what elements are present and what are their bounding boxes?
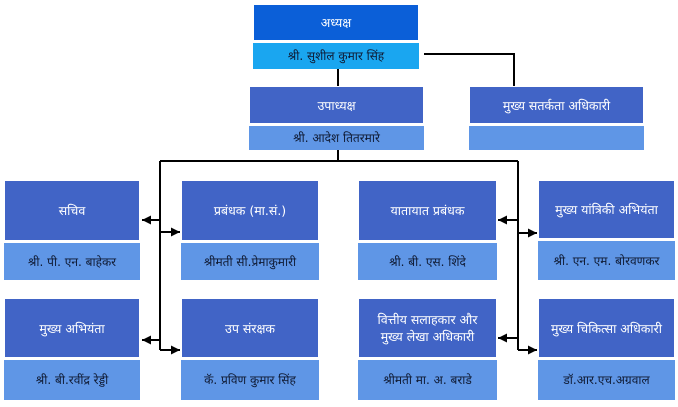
- node-name: [469, 124, 644, 150]
- connector-top-vigilance: [424, 53, 515, 86]
- node-deputy-chairman: उपाध्यक्ष श्री. आदेश तितरमारे: [249, 86, 424, 150]
- node-name: डॉ.आर.एच.अग्रवाल: [538, 358, 675, 400]
- node-finance-advisor: वित्तीय सलाहकार और मुख्य लेखा अधिकारी श्…: [358, 298, 497, 400]
- node-name: श्री. पी. एन. बाहेकर: [4, 241, 140, 280]
- node-manager-admin: प्रबंधक (मा.सं.) श्रीमती सी.प्रेमाकुमारी: [181, 180, 319, 280]
- node-chief-engineer: मुख्य अभियंता श्री. बी.रवींद्र रेड्डी: [4, 298, 140, 400]
- node-title: सचिव: [4, 180, 140, 241]
- node-traffic-manager: यातायात प्रबंधक श्री. बी. एस. शिंदे: [358, 180, 497, 280]
- node-title: यातायात प्रबंधक: [358, 180, 497, 241]
- node-title: मुख्य सतर्कता अधिकारी: [469, 86, 644, 124]
- node-title: उप संरक्षक: [181, 298, 319, 358]
- node-title: उपाध्यक्ष: [249, 86, 424, 124]
- node-chairman: अध्यक्ष श्री. सुशील कुमार सिंह: [253, 4, 419, 69]
- node-name: श्री. बी. एस. शिंदे: [358, 241, 497, 280]
- node-name: श्री. एन. एम. बोरवणकर: [538, 239, 675, 280]
- node-secretary: सचिव श्री. पी. एन. बाहेकर: [4, 180, 140, 280]
- node-deputy-conservator: उप संरक्षक कॅ. प्रविण कुमार सिंह: [181, 298, 319, 400]
- node-name: श्रीमती सी.प्रेमाकुमारी: [181, 241, 319, 280]
- node-chief-mechanical-engineer: मुख्य यांत्रिकी अभियंता श्री. एन. एम. बो…: [538, 180, 675, 280]
- node-title: वित्तीय सलाहकार और मुख्य लेखा अधिकारी: [358, 298, 497, 358]
- node-title: मुख्य चिकित्सा अधिकारी: [538, 298, 675, 358]
- node-name: कॅ. प्रविण कुमार सिंह: [181, 358, 319, 400]
- node-title: मुख्य यांत्रिकी अभियंता: [538, 180, 675, 239]
- node-name: श्री. बी.रवींद्र रेड्डी: [4, 358, 140, 400]
- node-title: प्रबंधक (मा.सं.): [181, 180, 319, 241]
- node-title: अध्यक्ष: [253, 4, 419, 41]
- node-name: श्री. आदेश तितरमारे: [249, 124, 424, 150]
- node-chief-vigilance-officer: मुख्य सतर्कता अधिकारी: [469, 86, 644, 150]
- node-chief-medical-officer: मुख्य चिकित्सा अधिकारी डॉ.आर.एच.अग्रवाल: [538, 298, 675, 400]
- node-name: श्रीमती मा. अ. बराडे: [358, 358, 497, 400]
- node-name: श्री. सुशील कुमार सिंह: [253, 41, 419, 69]
- node-title: मुख्य अभियंता: [4, 298, 140, 358]
